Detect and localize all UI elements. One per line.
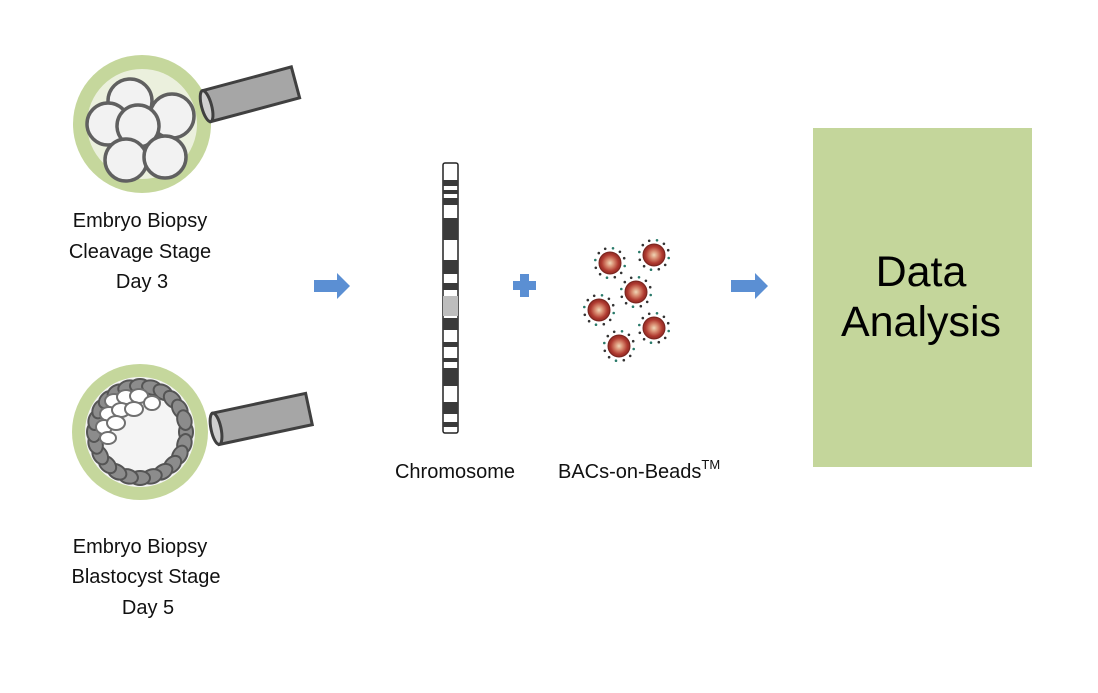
cleavage-label-line2: Cleavage Stage bbox=[69, 241, 211, 263]
trophectoderm-cell bbox=[176, 409, 193, 431]
cleavage-embryo-icon bbox=[73, 55, 211, 193]
plus-icon bbox=[513, 274, 536, 297]
arrow-right-icon bbox=[731, 273, 768, 299]
bead-icon bbox=[594, 247, 626, 280]
bead-icon bbox=[620, 276, 652, 309]
blastocyst-label-line2: Blastocyst Stage bbox=[72, 566, 221, 588]
blastocyst-label-line1: Embryo Biopsy bbox=[73, 536, 208, 558]
bead-icon bbox=[638, 239, 670, 272]
bead-icon bbox=[603, 330, 635, 363]
beads-label: BACs-on-BeadsTM bbox=[558, 457, 720, 483]
arrow-right-icon bbox=[314, 273, 350, 299]
cleavage-label-line3: Day 3 bbox=[116, 271, 168, 293]
data-analysis-title-line1: Data bbox=[876, 248, 967, 296]
cleavage-label-line1: Embryo Biopsy bbox=[73, 210, 208, 232]
biopsy-pipette-icon bbox=[208, 391, 315, 447]
chromosome-ideogram-icon bbox=[442, 162, 459, 434]
chromosome-label: Chromosome bbox=[395, 461, 515, 483]
data-analysis-box bbox=[813, 128, 1032, 467]
bacs-on-beads-icon bbox=[583, 239, 670, 363]
data-analysis-title-line2: Analysis bbox=[841, 298, 1001, 346]
biopsy-pipette-icon bbox=[198, 65, 302, 124]
bead-icon bbox=[583, 294, 615, 327]
bead-icon bbox=[638, 312, 670, 345]
blastocyst-embryo-icon bbox=[72, 364, 208, 500]
blastocyst-label-line3: Day 5 bbox=[122, 597, 174, 619]
